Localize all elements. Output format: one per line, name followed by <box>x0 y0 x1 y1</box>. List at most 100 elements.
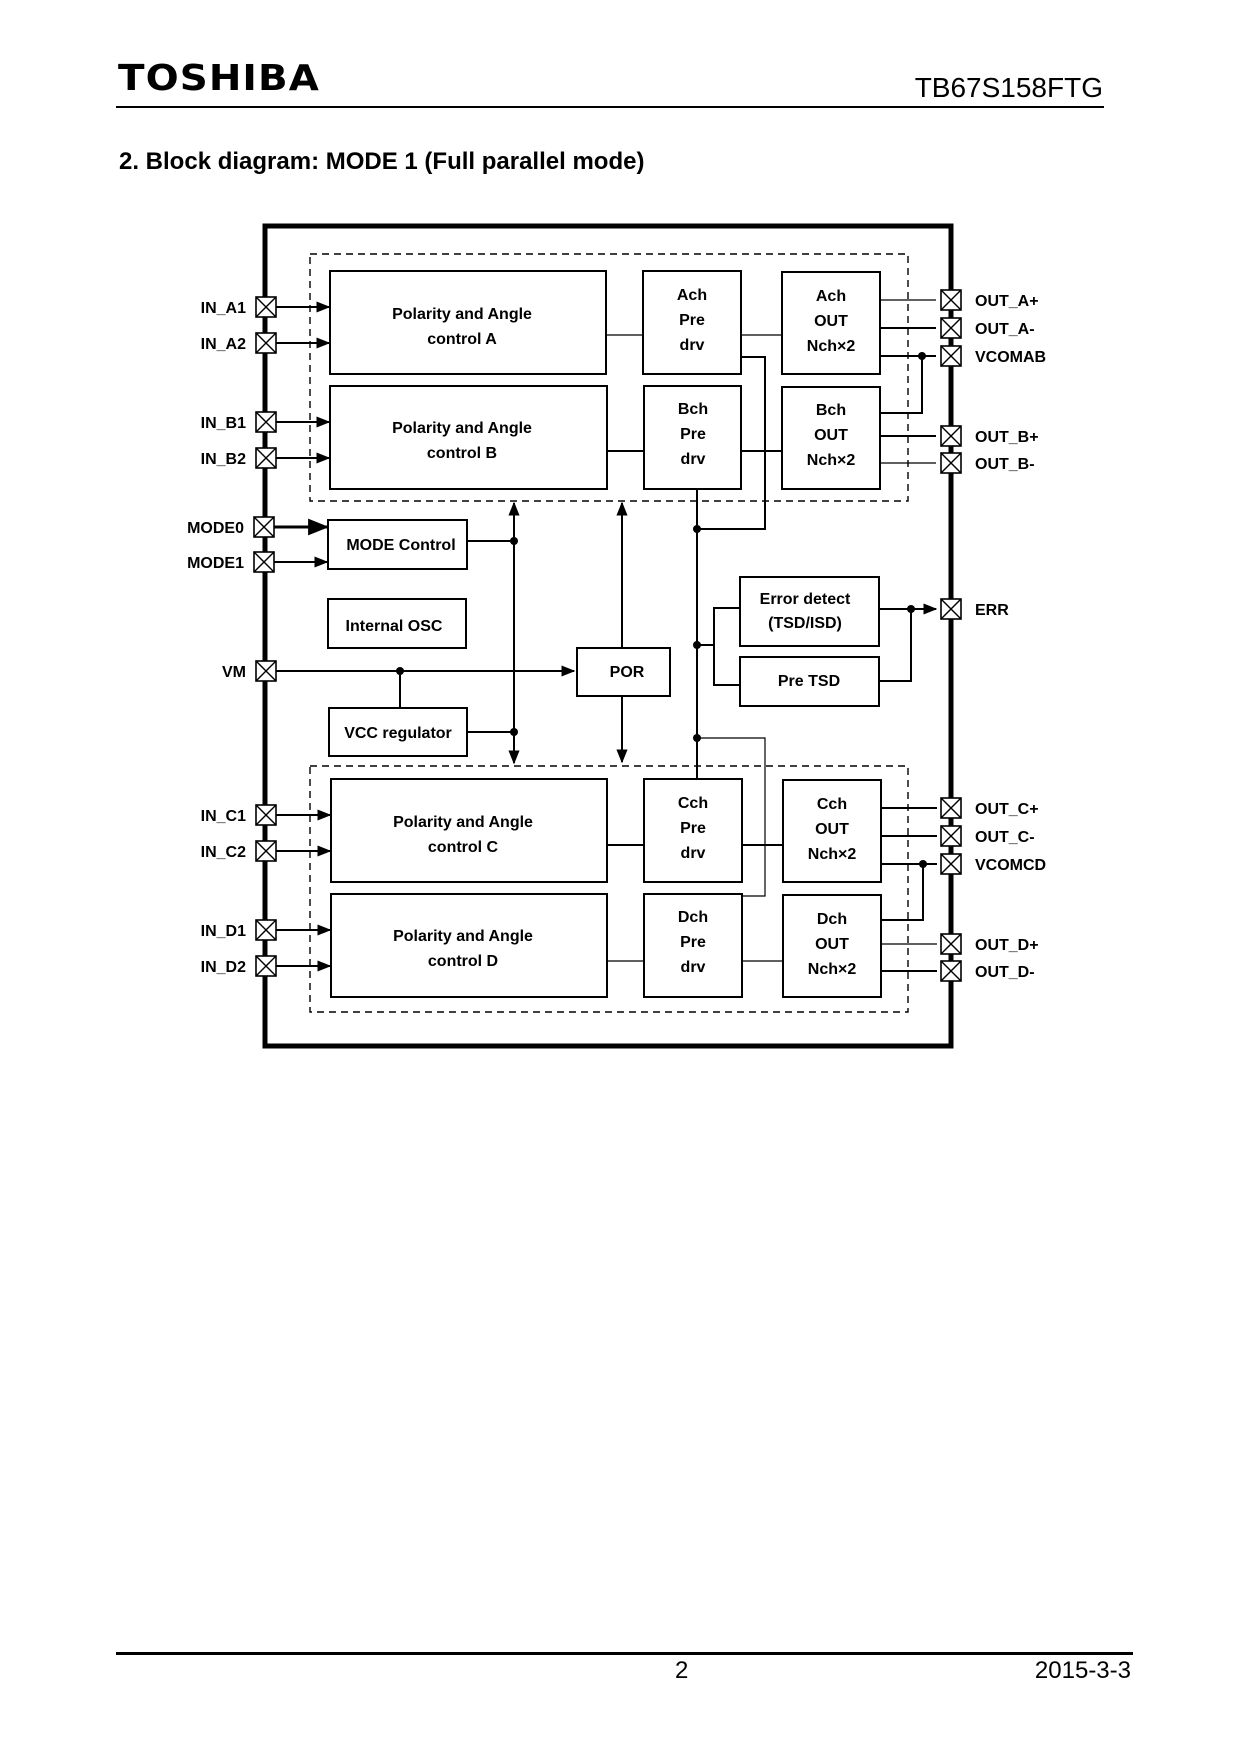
pin-out-c: OUT_C+ <box>940 797 1039 819</box>
pin-out-c: OUT_C- <box>940 825 1035 847</box>
block-label: Ach <box>816 288 846 305</box>
junction-dot <box>919 860 927 868</box>
out-block-d: Dch OUT Nch×2 <box>782 894 882 998</box>
pin-in-b1: IN_B1 <box>201 411 277 433</box>
channel-cd-group <box>309 765 909 1013</box>
por-block: POR <box>576 647 671 697</box>
block-label: drv <box>680 337 705 354</box>
channel-ab-group <box>309 253 909 502</box>
block-label: Nch×2 <box>807 452 856 469</box>
document-number: TB67S158FTG <box>914 72 1103 103</box>
pin-label: IN_C1 <box>201 808 246 825</box>
pin-label: MODE1 <box>187 555 244 572</box>
pin-label: OUT_D+ <box>975 937 1039 954</box>
block-label: Pre <box>680 820 706 837</box>
internal-osc-block: Internal OSC <box>327 598 467 649</box>
block-label: drv <box>681 959 706 976</box>
out-block-b: Bch OUT Nch×2 <box>781 386 881 490</box>
polarity-block-a: Polarity and Angle control A <box>329 270 607 375</box>
block-label: Dch <box>817 911 847 928</box>
pin-out-b: OUT_B- <box>940 452 1035 474</box>
block-label: Nch×2 <box>808 846 857 863</box>
polarity-block-d: Polarity and Angle control D <box>330 893 608 998</box>
pin-err: ERR <box>940 598 1009 620</box>
block-label: Internal OSC <box>346 618 443 635</box>
pin-label: IN_B2 <box>201 451 246 468</box>
pin-vm: VM <box>222 660 277 682</box>
block-label: Ach <box>677 287 707 304</box>
block-label: Pre <box>680 934 706 951</box>
junction-dot <box>510 537 518 545</box>
block-label: Nch×2 <box>808 961 857 978</box>
pin-label: OUT_A+ <box>975 293 1039 310</box>
block-label: Error detect <box>760 591 851 608</box>
pin-label: OUT_D- <box>975 964 1035 981</box>
pre-tsd-block: Pre TSD <box>739 656 880 707</box>
block-label: control B <box>427 445 497 462</box>
junction-dot <box>693 734 701 742</box>
wire-err-bracket <box>713 607 740 686</box>
predrv-block-b: Bch Pre drv <box>643 385 742 490</box>
block-label: control D <box>428 953 498 970</box>
pin-out-b: OUT_B+ <box>940 425 1039 447</box>
block-label: OUT <box>815 936 849 953</box>
chip-outline <box>262 223 954 1049</box>
pin-in-c1: IN_C1 <box>201 804 277 826</box>
footer-divider <box>116 1652 1133 1655</box>
pin-label: IN_A1 <box>201 300 246 317</box>
wire-pretsd-err <box>879 609 912 682</box>
out-block-a: Ach OUT Nch×2 <box>781 271 881 375</box>
predrv-block-d: Dch Pre drv <box>643 893 743 998</box>
pin-label: OUT_C+ <box>975 801 1039 818</box>
block-label: Polarity and Angle <box>392 306 532 323</box>
block-label: Bch <box>678 401 708 418</box>
junction-dot <box>396 667 404 675</box>
pin-out-a: OUT_A+ <box>940 289 1039 311</box>
junction-dot <box>510 728 518 736</box>
block-label: Polarity and Angle <box>393 928 533 945</box>
pin-label: VCOMAB <box>975 349 1046 366</box>
error-detect-block: Error detect (TSD/ISD) <box>739 576 880 647</box>
block-label: Pre <box>680 426 706 443</box>
section-title: 2. Block diagram: MODE 1 (Full parallel … <box>119 148 645 175</box>
pin-label: MODE0 <box>187 520 244 537</box>
pin-in-d1: IN_D1 <box>201 919 277 941</box>
pin-label: IN_C2 <box>201 844 246 861</box>
block-label: Cch <box>678 795 708 812</box>
block-label: Polarity and Angle <box>393 814 533 831</box>
pin-label: IN_B1 <box>201 415 246 432</box>
block-label: (TSD/ISD) <box>768 615 842 632</box>
block-label: Dch <box>678 909 708 926</box>
block-label: Polarity and Angle <box>392 420 532 437</box>
pin-vcomab: VCOMAB <box>940 345 1046 367</box>
wire-vcomcd-d <box>881 864 924 921</box>
pin-out-d: OUT_D+ <box>940 933 1039 955</box>
pin-label: IN_D2 <box>201 959 246 976</box>
header-divider <box>116 106 1104 108</box>
block-label: OUT <box>815 821 849 838</box>
pin-in-c2: IN_C2 <box>201 840 277 862</box>
pin-label: IN_A2 <box>201 336 246 353</box>
block-label: drv <box>681 845 706 862</box>
wire-ach-feed <box>697 356 766 530</box>
polarity-block-c: Polarity and Angle control C <box>330 778 608 883</box>
pin-mode1: MODE1 <box>187 551 275 573</box>
block-label: Nch×2 <box>807 338 856 355</box>
page-number: 2 <box>675 1657 689 1684</box>
junction-dot <box>918 352 926 360</box>
block-label: VCC regulator <box>344 725 452 742</box>
pin-out-d: OUT_D- <box>940 960 1035 982</box>
vcc-regulator-block: VCC regulator <box>328 707 468 757</box>
pin-label: IN_D1 <box>201 923 246 940</box>
block-label: OUT <box>814 427 848 444</box>
block-label: control C <box>428 839 499 856</box>
block-label: control A <box>427 331 497 348</box>
pin-label: ERR <box>975 602 1009 619</box>
pin-in-a1: IN_A1 <box>201 296 277 318</box>
wire-dch-feed <box>697 737 766 897</box>
right-pin-column: OUT_A+OUT_A-VCOMABOUT_B+OUT_B-ERROUT_C+O… <box>940 289 1046 982</box>
block-label: OUT <box>814 313 848 330</box>
pin-vcomcd: VCOMCD <box>940 853 1046 875</box>
pin-label: VM <box>222 664 246 681</box>
